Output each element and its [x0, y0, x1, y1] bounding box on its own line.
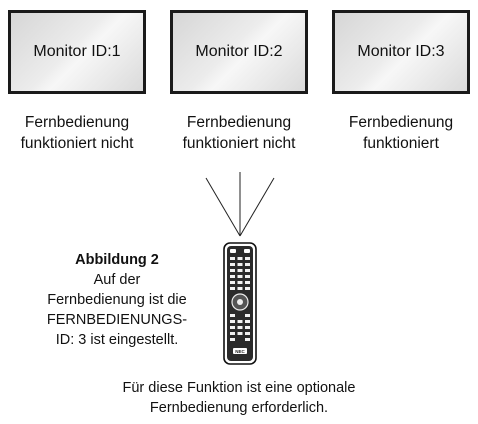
monitor-2: Monitor ID:2	[170, 10, 308, 94]
caption-line-2: Fernbedienung ist die	[47, 292, 187, 308]
remote-brand-label: NEC	[235, 349, 245, 354]
monitor-1-status: Fernbedienung funktioniert nicht	[0, 112, 157, 154]
caption-line-3: FERNBEDIENUNGS-	[46, 312, 188, 328]
monitor-2-status-line-2: funktioniert nicht	[182, 135, 296, 152]
monitor-1-status-line-1: Fernbedienung	[24, 114, 130, 131]
signal-line-right	[239, 177, 275, 237]
monitor-1-status-line-2: funktioniert nicht	[20, 135, 134, 152]
monitor-2-label: Monitor ID:2	[195, 43, 283, 60]
signal-line-left	[205, 177, 241, 237]
footer-line-2: Fernbedienung erforderlich.	[149, 400, 329, 416]
footer-note: Für diese Funktion ist eine optionale Fe…	[0, 378, 478, 418]
monitor-3-status-line-1: Fernbedienung	[348, 114, 454, 131]
footer-line-1: Für diese Funktion ist eine optionale	[122, 380, 356, 396]
monitor-3-label: Monitor ID:3	[357, 43, 445, 60]
monitor-1-label: Monitor ID:1	[33, 43, 121, 60]
monitor-1: Monitor ID:1	[8, 10, 146, 94]
remote-control-icon: NEC	[223, 242, 257, 365]
caption-line-1: Auf der	[93, 272, 141, 288]
monitor-2-status-line-1: Fernbedienung	[186, 114, 292, 131]
caption-line-4: ID: 3 ist eingestellt.	[55, 332, 179, 348]
monitor-3-status-line-2: funktioniert	[363, 135, 439, 152]
monitor-3-status: Fernbedienung funktioniert	[321, 112, 478, 154]
caption-title: Abbildung 2	[75, 252, 159, 268]
monitor-2-status: Fernbedienung funktioniert nicht	[159, 112, 319, 154]
figure-caption: Abbildung 2 Auf der Fernbedienung ist di…	[22, 250, 212, 350]
monitor-3: Monitor ID:3	[332, 10, 470, 94]
